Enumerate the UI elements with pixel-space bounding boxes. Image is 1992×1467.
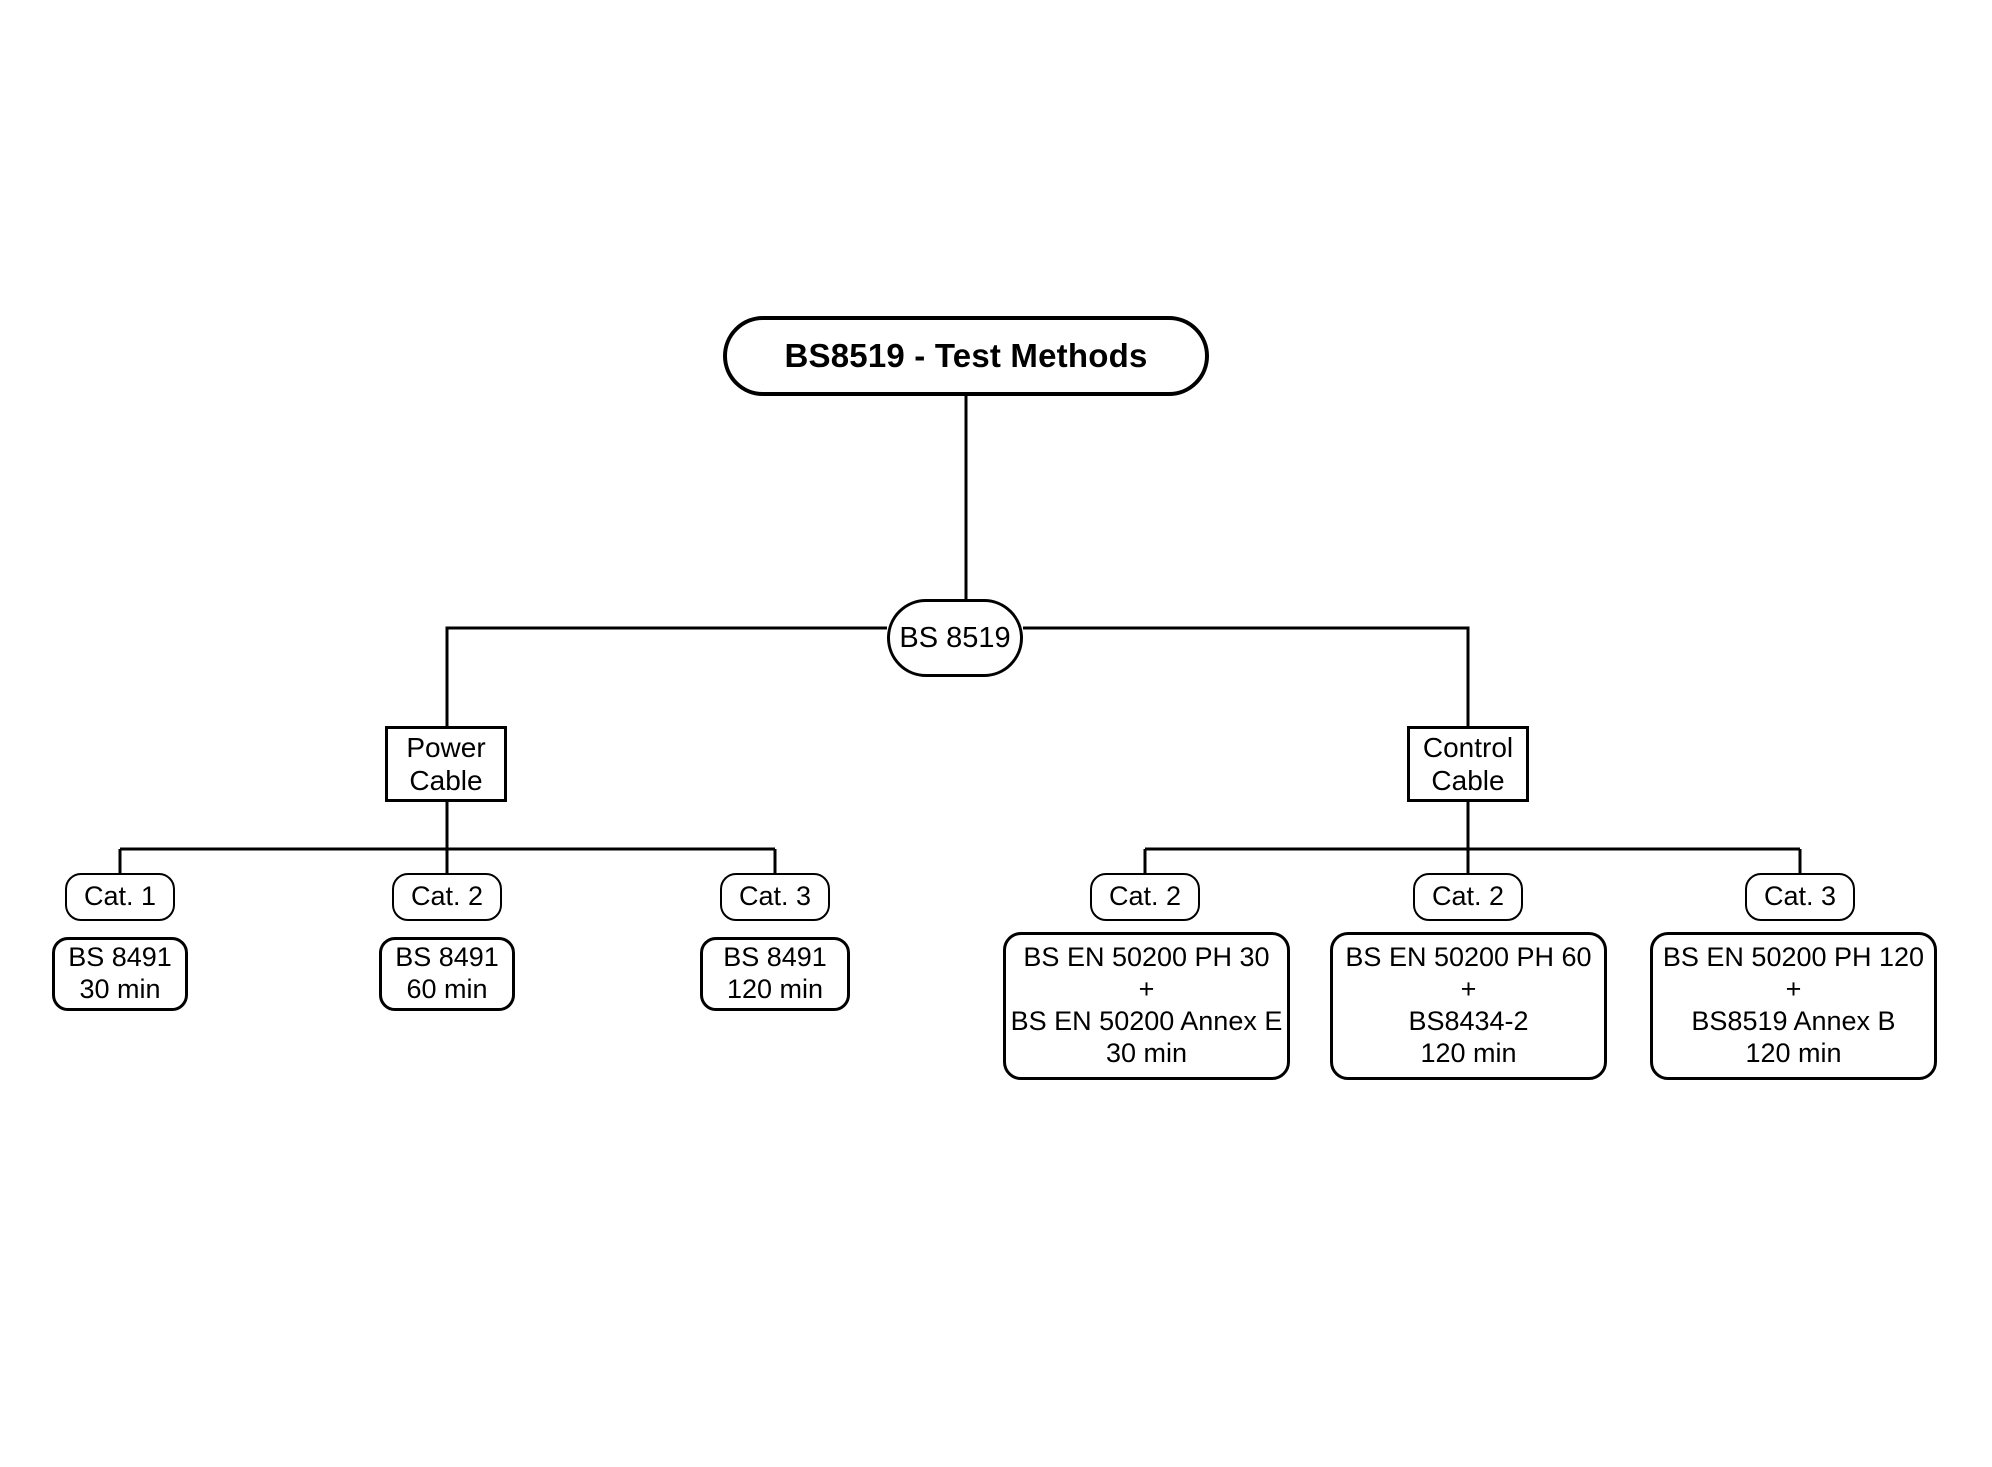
node-bs8519-test-methods[interactable]: BS8519 - Test Methods	[723, 316, 1209, 396]
node-control-cable[interactable]: Control Cable	[1407, 726, 1529, 802]
node-control-cat-2[interactable]: Cat. 2	[1413, 873, 1523, 921]
node-control-cat-1[interactable]: Cat. 2	[1090, 873, 1200, 921]
node-bs-8519-hub[interactable]: BS 8519	[887, 599, 1023, 677]
node-control-cat-3[interactable]: Cat. 3	[1745, 873, 1855, 921]
node-power-cat-2[interactable]: Cat. 2	[392, 873, 502, 921]
node-control-method-1[interactable]: BS EN 50200 PH 30 + BS EN 50200 Annex E …	[1003, 932, 1290, 1080]
edge-hub-to-control-cable	[1023, 626, 1470, 726]
node-power-cat-1[interactable]: Cat. 1	[65, 873, 175, 921]
node-power-cat-3[interactable]: Cat. 3	[720, 873, 830, 921]
node-control-method-3[interactable]: BS EN 50200 PH 120 + BS8519 Annex B 120 …	[1650, 932, 1937, 1080]
node-power-method-2[interactable]: BS 8491 60 min	[379, 937, 515, 1011]
node-power-method-3[interactable]: BS 8491 120 min	[700, 937, 850, 1011]
node-power-method-1[interactable]: BS 8491 30 min	[52, 937, 188, 1011]
edge-hub-to-power-cable	[445, 626, 887, 726]
node-control-method-2[interactable]: BS EN 50200 PH 60 + BS8434-2 120 min	[1330, 932, 1607, 1080]
node-power-cable[interactable]: Power Cable	[385, 726, 507, 802]
